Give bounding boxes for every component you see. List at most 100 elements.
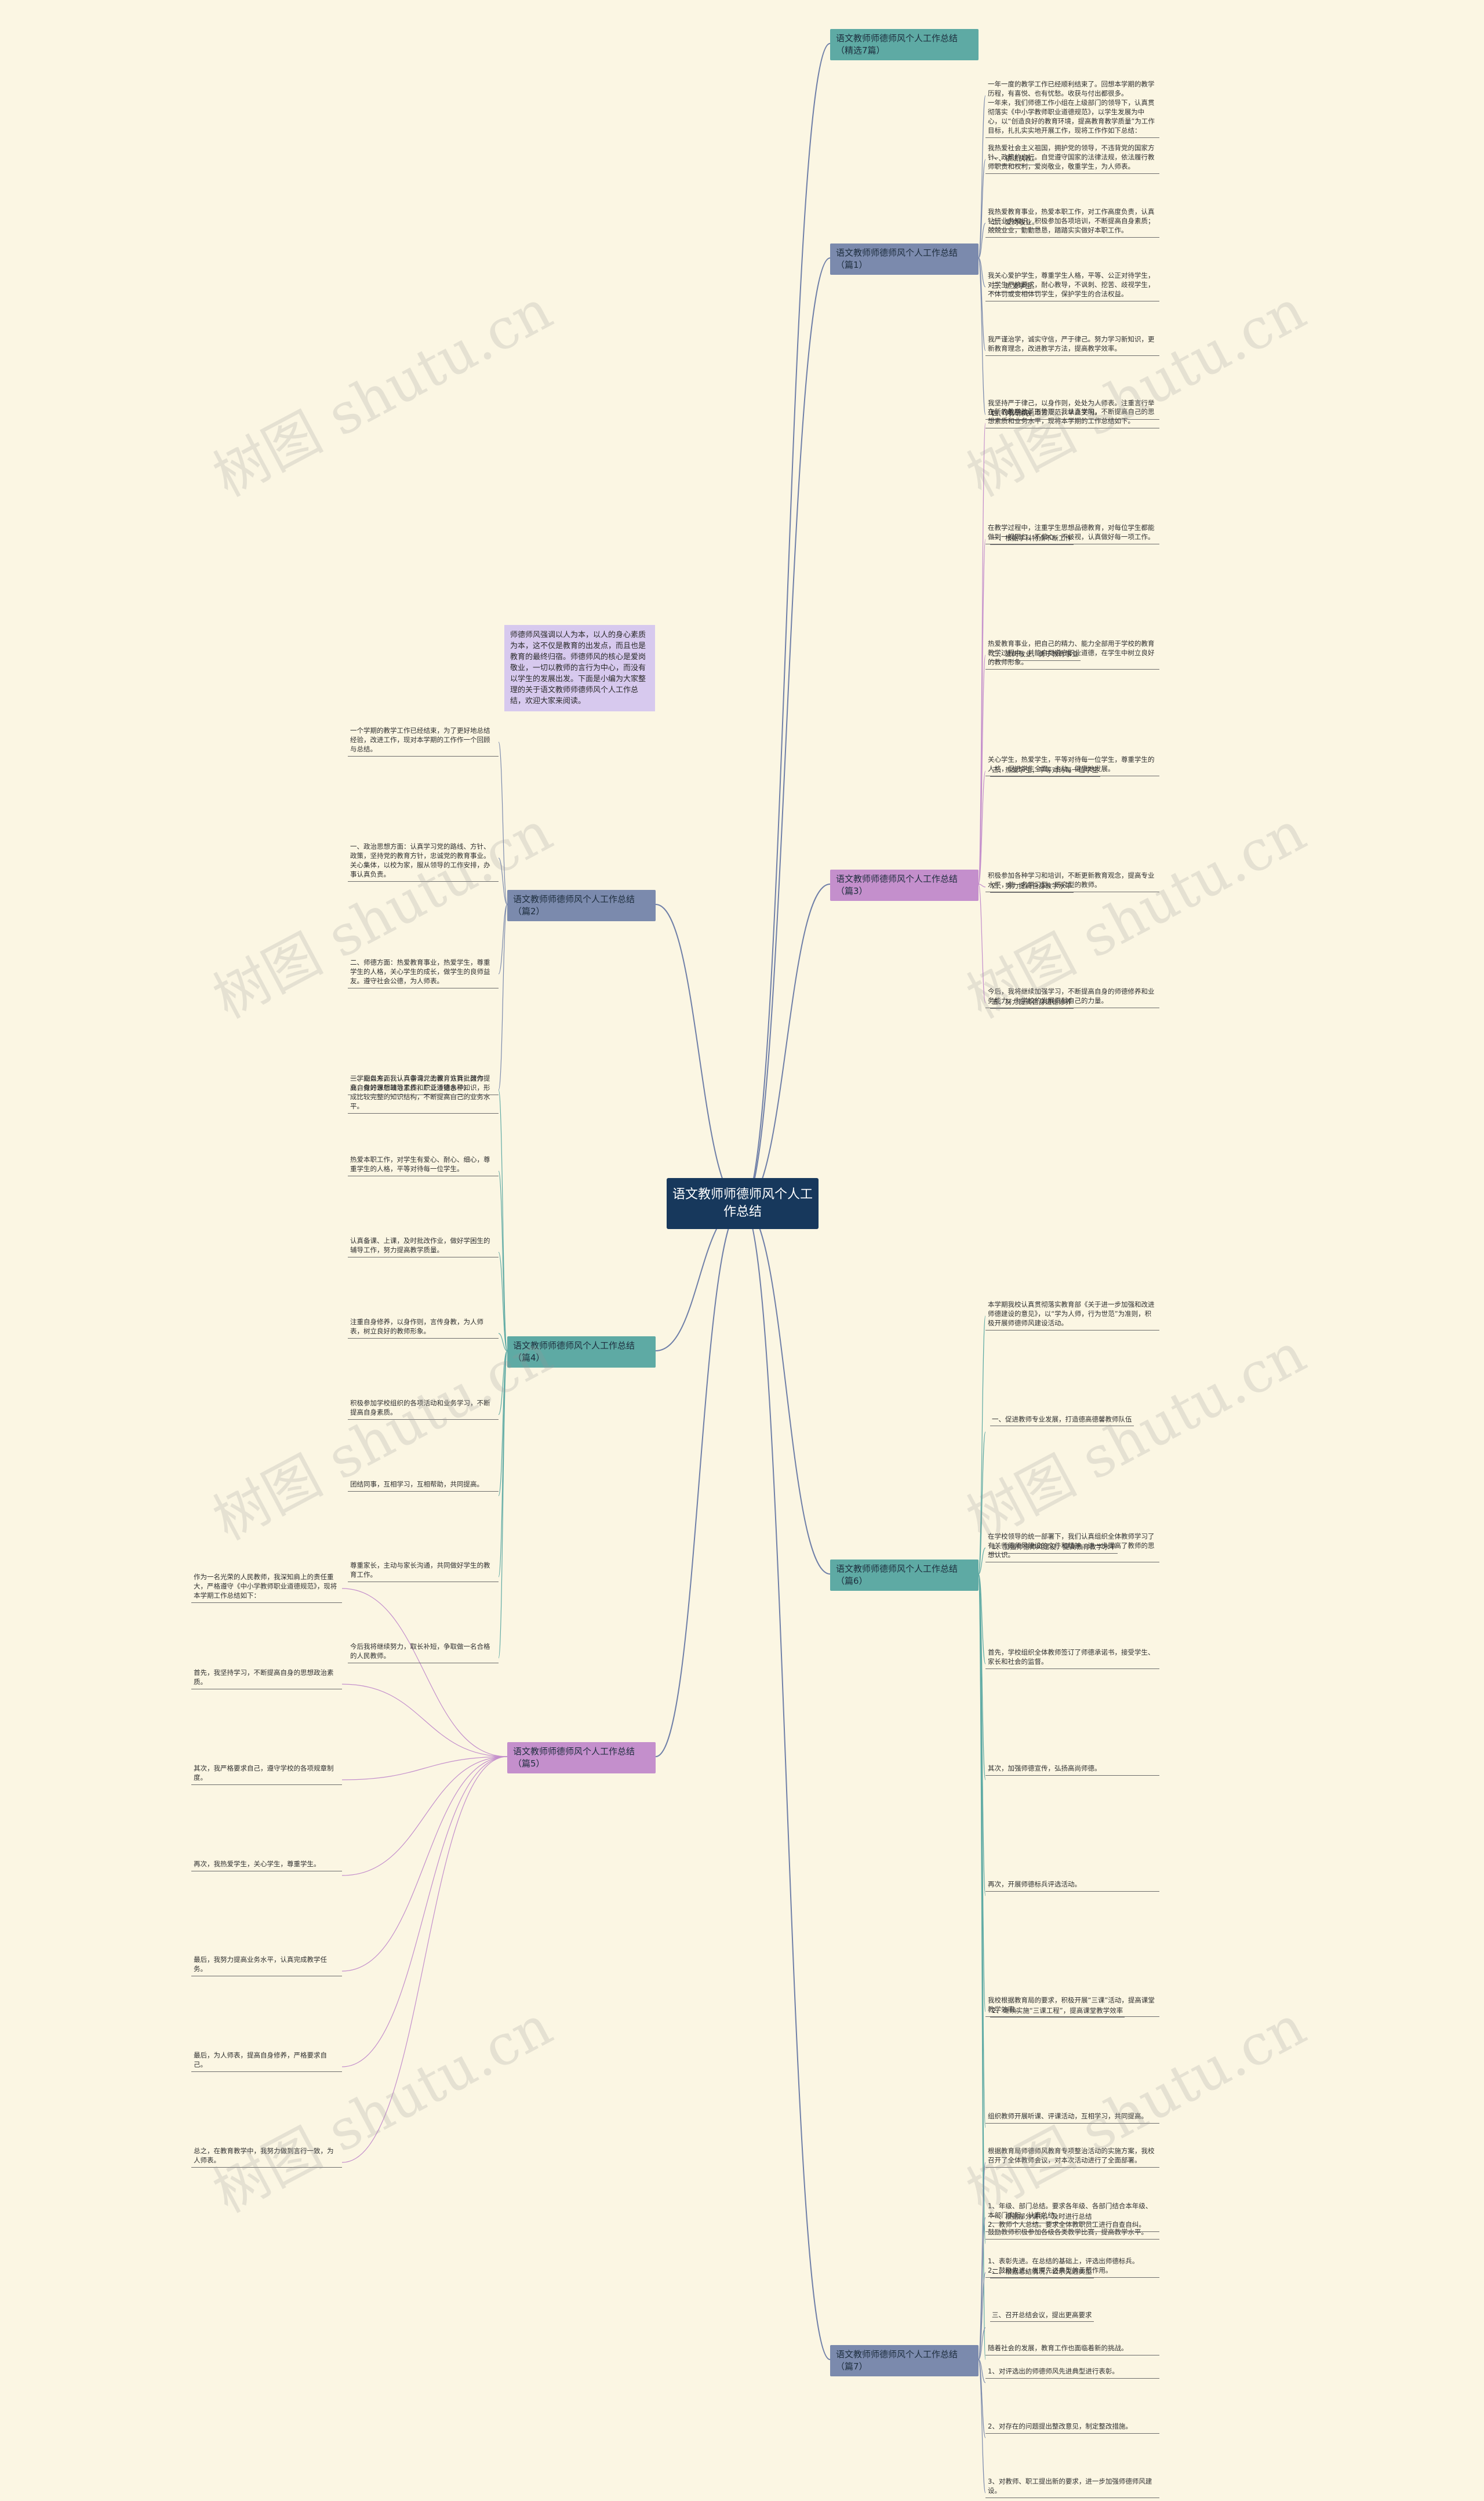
item-text: 组织教师开展听课、评课活动，互相学习，共同提高。 (985, 2110, 1159, 2124)
item-text: 在新的教学改革形势下，我认真学习，不断提高自己的思想素质和业务水平，现将本学期的… (985, 406, 1159, 428)
item-text: 其次，我严格要求自己，遵守学校的各项规章制度。 (191, 1762, 342, 1785)
branch-node[interactable]: 语文教师师德师风个人工作总结（篇6） (830, 1560, 979, 1591)
branch-node[interactable]: 语文教师师德师风个人工作总结（篇5） (507, 1742, 656, 1773)
item-text: 我热爱教育事业，热爱本职工作，对工作高度负责，认真钻研业务知识，积极参加各项培训… (985, 206, 1159, 238)
connector (341, 1756, 508, 1780)
item-text: 团结同事，互相学习，互相帮助，共同提高。 (348, 1478, 499, 1492)
item-label: 一、促进教师专业发展，打造德高德馨教师队伍 (990, 1415, 1134, 1426)
connector (655, 1205, 743, 1757)
item-label: 一、根据学科特点不断工作 (990, 533, 1074, 545)
connector (742, 884, 831, 1206)
branch-node[interactable]: 语文教师师德师风个人工作总结（篇1） (830, 243, 979, 275)
item-text: 我校根据教育局的要求，积极开展“三课”活动，提高课堂教学效率。 (985, 1994, 1159, 2017)
connector (341, 1684, 508, 1757)
connector (655, 904, 743, 1206)
item-label: 二、爱岗敬业，勇于教育事业 (990, 649, 1081, 661)
item-label: 2、继续实施“三课工程”，提高课堂教学效率 (990, 2006, 1125, 2017)
item-text: 注重自身修养，以身作则，言传身教，为人师表，树立良好的教师形象。 (348, 1316, 499, 1339)
connector (978, 655, 986, 885)
item-text: 本学期我校认真贯彻落实教育部《关于进一步加强和改进师德建设的意见》，以“学为人师… (985, 1299, 1159, 1331)
item-text: 热爱本职工作，对学生有爱心、耐心、细心，尊重学生的人格，平等对待每一位学生。 (348, 1154, 499, 1176)
connector (978, 1431, 986, 1575)
branch-node[interactable]: 语文教师师德师风个人工作总结（篇4） (507, 1336, 656, 1368)
item-label: 二、根据总结情况，公示先进典型 (990, 2267, 1094, 2278)
connector (498, 904, 508, 1090)
connector (498, 1350, 508, 1415)
connector (498, 1089, 508, 1351)
item-text: 1、年级、部门总结。要求各年级、各部门结合本年级、本部门实际，认真总结。 2、教… (985, 2200, 1159, 2232)
connector (978, 2327, 986, 2360)
item-text: 热爱教育事业，把自己的精力、能力全部用于学校的教育教学过程中，并能自觉遵守职业道… (985, 638, 1159, 670)
connector (341, 1756, 508, 2067)
item-text: 1、表彰先进。在总结的基础上，评选出师德标兵。 2、鼓励先进，发挥先进典型的示范… (985, 2255, 1159, 2278)
item-text: 3、对教师、职工提出新的要求，进一步加强师德师风建设。 (985, 2475, 1159, 2498)
item-label: 一、依法执教。 (990, 154, 1041, 165)
connector (341, 1756, 508, 1876)
item-text: 再次，开展师德标兵评选活动。 (985, 1878, 1159, 1892)
connector (742, 257, 831, 1206)
connector (341, 1756, 508, 2163)
item-label: 三、热爱学生，平等对待每一位学生 (990, 765, 1100, 777)
item-text: 一、政治思想方面：认真学习党的路线、方针、政策，坚持党的教育方针，忠诚党的教育事… (348, 841, 499, 882)
item-label: 四、为人师表。 (990, 409, 1041, 420)
item-label: 四、努力提高自身教学水平 (990, 881, 1074, 893)
intro-note: 师德师风强调以人为本，以人的身心素质为本，这不仅是教育的出发点，而且也是教育的最… (504, 625, 655, 711)
item-text: 二、师德方面：热爱教育事业，热爱学生，尊重学生的人格，关心学生的成长，做学生的良… (348, 957, 499, 988)
item-text: 作为一名光荣的人民教师，我深知肩上的责任重大，严格遵守《中小学教师职业道德规范》… (191, 1571, 342, 1603)
item-text: 我坚持严于律己，以身作则，处处为人师表。注重言行举止，衣着整洁，语言规范，举止文… (985, 397, 1159, 420)
connector (978, 770, 986, 885)
connector (498, 904, 508, 975)
item-label: 三、热爱学生。 (990, 281, 1041, 293)
item-label: 1、加强师德师风建设，提高教育教学水平 (990, 1542, 1118, 1554)
connector (978, 423, 986, 885)
connector (498, 1252, 508, 1351)
item-text: 今后我将继续努力，取长补短，争取做一名合格的人民教师。 (348, 1641, 499, 1663)
connector (498, 741, 508, 905)
connector (978, 1315, 986, 1575)
connector (978, 223, 986, 259)
branch-node[interactable]: 语文教师师德师风个人工作总结（篇7） (830, 2345, 979, 2376)
item-text: 认真备课、上课，及时批改作业，做好学困生的辅导工作，努力提高教学质量。 (348, 1235, 499, 1257)
item-text: 最后，我努力提高业务水平，认真完成教学任务。 (191, 1954, 342, 1976)
item-text: 在学校领导的统一部署下，我们认真组织全体教师学习了有关师德师风建设的文件和精神，… (985, 1531, 1159, 1562)
item-text: 鼓励教师积极参加各级各类教学比赛，提高教学水平。 (985, 2226, 1159, 2240)
connector (742, 43, 831, 1206)
connector (498, 1350, 508, 1659)
branch-node[interactable]: 语文教师师德师风个人工作总结（篇3） (830, 870, 979, 901)
item-text: 总之，在教育教学中，我努力做到言行一致，为人师表。 (191, 2145, 342, 2168)
item-text: 我关心爱护学生，尊重学生人格，平等、公正对待学生，对学生严格要求，耐心教导，不讽… (985, 270, 1159, 301)
item-text: 尊重家长，主动与家长沟通，共同做好学生的教育工作。 (348, 1560, 499, 1582)
item-text: 关心学生，热爱学生，平等对待每一位学生，尊重学生的人格，促进学生全面、主动、健康… (985, 754, 1159, 776)
connector (978, 2359, 986, 2493)
item-text: 随着社会的发展，教育工作也面临着新的挑战。 (985, 2342, 1159, 2355)
branch-node[interactable]: 语文教师师德师风个人工作总结（精选7篇） (830, 29, 979, 60)
item-label: 五、努力提高自身道德修养 (990, 997, 1074, 1009)
item-label: 一、根据部分情况，及时进行总结 (990, 2212, 1094, 2223)
connector (978, 95, 986, 259)
item-text: 一个学期的教学工作已经结束，为了更好地总结经验，改进工作，现对本学期的工作作一个… (348, 725, 499, 757)
connector (978, 1573, 986, 2360)
item-text: 2、对存在的问题提出整改意见，制定整改措施。 (985, 2420, 1159, 2434)
connector (498, 1170, 508, 1351)
connector (978, 1573, 986, 1664)
connector (742, 1205, 831, 2360)
connector (498, 1350, 508, 1496)
connector (341, 1756, 508, 1972)
item-text: 我热爱社会主义祖国，拥护党的领导，不违背党的国家方针、政策的言行。自觉遵守国家的… (985, 142, 1159, 174)
connector (498, 857, 508, 905)
root-node[interactable]: 语文教师师德师风个人工作总结 (667, 1178, 819, 1229)
connector (978, 884, 986, 888)
connector (978, 1547, 986, 1575)
connector (498, 1333, 508, 1351)
connector (978, 2272, 986, 2360)
item-text: 首先，学校组织全体教师签订了师德承诺书，接受学生、家长和社会的监督。 (985, 1646, 1159, 1669)
item-text: 首先，我坚持学习，不断提高自身的思想政治素质。 (191, 1667, 342, 1689)
item-text: 在教学过程中，注重学生思想品德教育，对每位学生都能做到一视同仁，不偏心，不歧视，… (985, 522, 1159, 544)
connector (978, 884, 986, 1004)
branch-node[interactable]: 语文教师师德师风个人工作总结（篇2） (507, 890, 656, 921)
item-text: 今后，我将继续加强学习，不断提高自身的师德修养和业务能力，为学校的发展贡献自己的… (985, 986, 1159, 1008)
item-text: 积极参加各种学习和培训，不断更新教育观念，提高专业水平，做一名学习型、研究型的教… (985, 870, 1159, 892)
item-label: 二、爱岗敬业。 (990, 217, 1041, 229)
